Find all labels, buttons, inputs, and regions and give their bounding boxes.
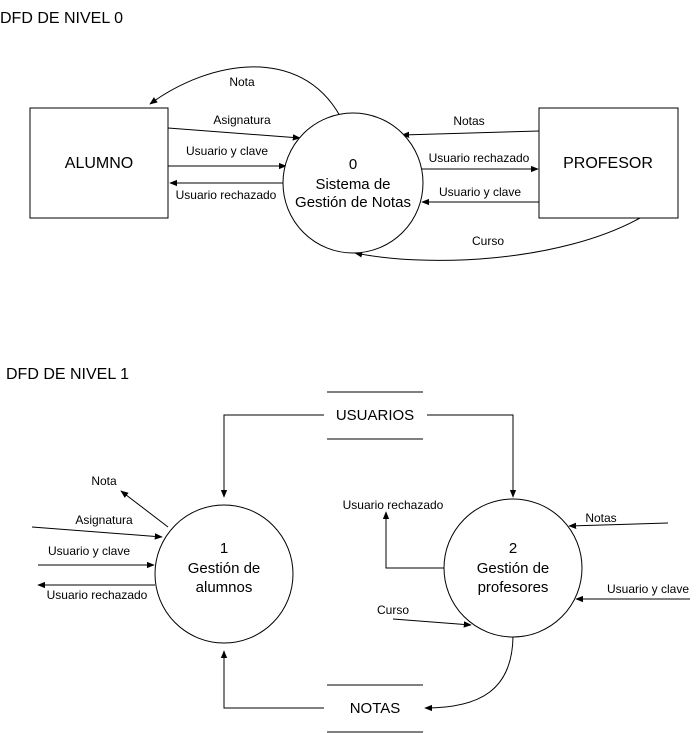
flow-nota-l1: [120, 490, 169, 528]
label-usuario-clave-prof-l0: Usuario y clave: [439, 185, 521, 199]
label-usuario-rechazado-prof-l1: Usuario rechazado: [343, 498, 444, 512]
entity-alumno-label: ALUMNO: [65, 155, 133, 172]
level0-title: DFD DE NIVEL 0: [0, 10, 123, 27]
process-2-number: 2: [509, 540, 517, 557]
flow-nota-l0: [149, 66, 341, 117]
process-1-line1: Gestión de: [188, 560, 261, 577]
flow-notas-l1: [568, 522, 669, 529]
flow-usuarios-to-p1: [220, 414, 324, 498]
entity-alumno: [29, 107, 169, 219]
process-2-line2: profesores: [478, 579, 549, 596]
label-usuario-clave-l1: Usuario y clave: [48, 544, 130, 558]
process-1-line2: alumnos: [196, 579, 253, 596]
flow-curso-l1: [392, 618, 472, 628]
flow-asignatura-l0: [167, 127, 301, 141]
label-usuario-rechazado-l1: Usuario rechazado: [47, 588, 148, 602]
process-1-number: 1: [220, 540, 228, 557]
label-notas-l0: Notas: [453, 114, 484, 128]
store-notas-label: NOTAS: [350, 700, 401, 717]
label-usuario-rechazado-prof-l0: Usuario rechazado: [429, 151, 530, 165]
label-notas-l1: Notas: [585, 511, 616, 525]
flow-curso-l0: [354, 217, 641, 261]
process-0: [282, 112, 424, 254]
process-1: [154, 504, 294, 644]
label-asignatura-l0: Asignatura: [213, 113, 271, 127]
store-usuarios-label: USUARIOS: [336, 407, 414, 424]
process-2: [443, 498, 583, 638]
flow-usuarios-to-p2: [427, 414, 517, 498]
label-curso-l0: Curso: [472, 234, 504, 248]
flow-notas-to-p1: [220, 650, 324, 709]
process-0-line1: Sistema de: [315, 176, 390, 193]
label-usuario-clave-l0: Usuario y clave: [186, 144, 268, 158]
label-usuario-clave-prof-l1: Usuario y clave: [607, 582, 689, 596]
label-usuario-rechazado-l0: Usuario rechazado: [176, 188, 277, 202]
label-nota-l0: Nota: [229, 75, 255, 89]
entity-profesor-label: PROFESOR: [563, 155, 653, 172]
flow-usuario-rechazado-prof-l1: [382, 511, 446, 569]
level1-title: DFD DE NIVEL 1: [6, 366, 129, 383]
flow-p2-to-notas: [424, 636, 514, 712]
label-asignatura-l1: Asignatura: [75, 513, 133, 527]
entity-profesor: [538, 107, 679, 219]
flow-notas-l0: [401, 130, 540, 138]
process-0-line2: Gestión de Notas: [295, 194, 411, 211]
label-nota-l1: Nota: [91, 474, 117, 488]
process-0-number: 0: [349, 156, 357, 173]
label-curso-l1: Curso: [377, 603, 409, 617]
flow-asignatura-l1: [31, 526, 163, 540]
process-2-line1: Gestión de: [477, 560, 550, 577]
